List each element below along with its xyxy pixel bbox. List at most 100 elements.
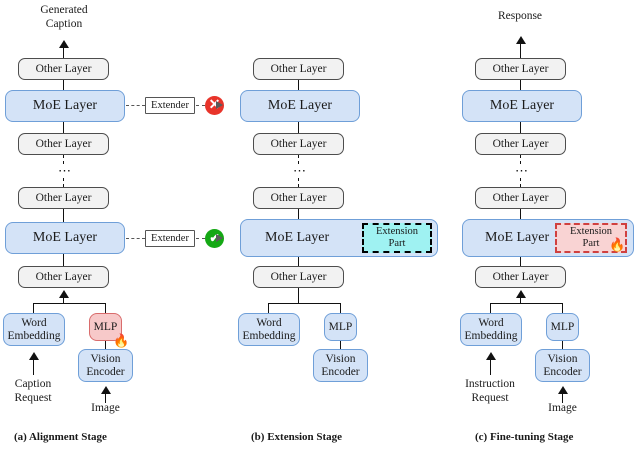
extender-box-bottom: Extender [145,230,195,247]
fork-crossbar [33,303,105,304]
vision-encoder-label-line2: Encoder [86,365,125,378]
fork-left-drop [490,303,491,313]
fork-crossbar [490,303,562,304]
output-arrow-shaft [520,43,521,58]
stage-finetuning: Response Other Layer MoE Layer Other Lay… [430,0,640,452]
extender-box-top: Extender [145,97,195,114]
connector-a3-dashed [63,155,64,164]
input-image-label: Image [548,402,577,414]
vision-encoder-label-line2: Encoder [321,365,360,378]
input-text-line2: Request [471,391,509,404]
moe-layer-label: MoE Layer [489,97,555,113]
image-input-arrow-shaft [105,393,106,403]
input-text-label: Caption Request [0,378,66,405]
word-embedding-box: Word Embedding [460,313,522,346]
connector-a5 [63,209,64,222]
output-arrow-head [516,36,526,44]
mlp-box: MLP [89,313,122,341]
input-text-label: Instruction Request [452,378,528,405]
input-text-line1: Instruction [465,378,515,390]
connector-b4-dashed [298,178,299,187]
other-layer-third: Other Layer [253,187,344,209]
transition-arrow-a-to-b [216,101,223,109]
other-layer-label: Other Layer [35,270,92,283]
moe-layer-label: MoE Layer [267,97,333,113]
connector-b5 [298,209,299,222]
text-input-arrow-head [486,352,496,360]
moe-layer-bottom: MoE Layer [5,222,125,254]
connector-a6 [63,254,64,266]
moe-layer-top: MoE Layer [5,90,125,122]
stage-caption-b: (b) Extension Stage [251,431,343,443]
other-layer-second: Other Layer [475,133,566,155]
vision-encoder-label-line1: Vision [325,353,356,366]
other-layer-top: Other Layer [475,58,566,80]
input-image-label: Image [91,402,120,414]
word-embedding-label-line2: Embedding [242,329,296,342]
other-layer-bottom: Other Layer [475,266,566,288]
other-layer-third: Other Layer [18,187,109,209]
stage-extension: Other Layer MoE Layer Other Layer ⋯ Othe… [215,0,438,452]
other-layer-label: Other Layer [35,62,92,75]
vision-encoder-label-line1: Vision [90,353,121,366]
text-input-arrow-shaft [490,359,491,375]
moe-layer-label: MoE Layer [32,229,98,245]
extender-label: Extender [151,232,189,244]
other-layer-bottom: Other Layer [18,266,109,288]
moe-layer-label: MoE Layer [32,97,98,113]
connector-a2 [63,122,64,133]
vertical-ellipsis: ⋯ [293,163,307,178]
fire-icon: 🔥 [609,237,626,252]
fork-stem [298,288,299,303]
vision-to-mlp-connector [340,341,341,349]
output-label-line1: Generated [40,4,88,16]
fork-right-drop [340,303,341,313]
output-label-generated-caption: Generated Caption [14,4,114,31]
fork-left-drop [33,303,34,313]
other-layer-bottom: Other Layer [253,266,344,288]
image-input-arrow-shaft [562,393,563,403]
extender-dashed-link-top-right [196,105,205,106]
connector-c1 [520,80,521,90]
connector-b3-dashed [298,155,299,164]
word-embedding-label-line2: Embedding [7,329,61,342]
other-layer-label: Other Layer [270,62,327,75]
fork-crossbar [268,303,340,304]
connector-c3-dashed [520,155,521,164]
extension-part-box: Extension Part [362,223,432,253]
other-layer-label: Other Layer [270,191,327,204]
fork-arrow-head [516,290,526,298]
other-layer-label: Other Layer [35,137,92,150]
word-embedding-label-line1: Word [21,317,47,330]
connector-c6 [520,257,521,266]
extender-label: Extender [151,99,189,111]
other-layer-label: Other Layer [492,62,549,75]
connector-c5 [520,209,521,222]
stage-caption-c: (c) Fine-tuning Stage [475,431,574,443]
other-layer-top: Other Layer [253,58,344,80]
extension-part-label-line1: Extension [376,226,418,238]
mlp-box: MLP [546,313,579,341]
other-layer-label: Other Layer [270,270,327,283]
extender-dashed-link-top [126,105,145,106]
connector-b2 [298,122,299,133]
connector-a4-dashed [63,178,64,187]
mlp-label: MLP [93,320,118,333]
output-label-response: Response [470,10,570,24]
transition-arrow-a-to-b-lower [216,234,223,242]
check-mark-glyph: ✔ [209,231,220,245]
other-layer-label: Other Layer [35,191,92,204]
other-layer-label: Other Layer [492,137,549,150]
moe-layer-top: MoE Layer [240,90,360,122]
vision-to-mlp-connector [562,341,563,349]
mlp-label: MLP [550,320,575,333]
connector-c2 [520,122,521,133]
extension-part-label-line2: Part [582,238,600,249]
check-icon: ✔ [205,229,224,248]
connector-a1 [63,80,64,90]
vision-encoder-label-line1: Vision [547,353,578,366]
other-layer-second: Other Layer [253,133,344,155]
vision-encoder-box: Vision Encoder [78,349,133,382]
other-layer-second: Other Layer [18,133,109,155]
fire-icon: 🔥 [113,333,130,348]
